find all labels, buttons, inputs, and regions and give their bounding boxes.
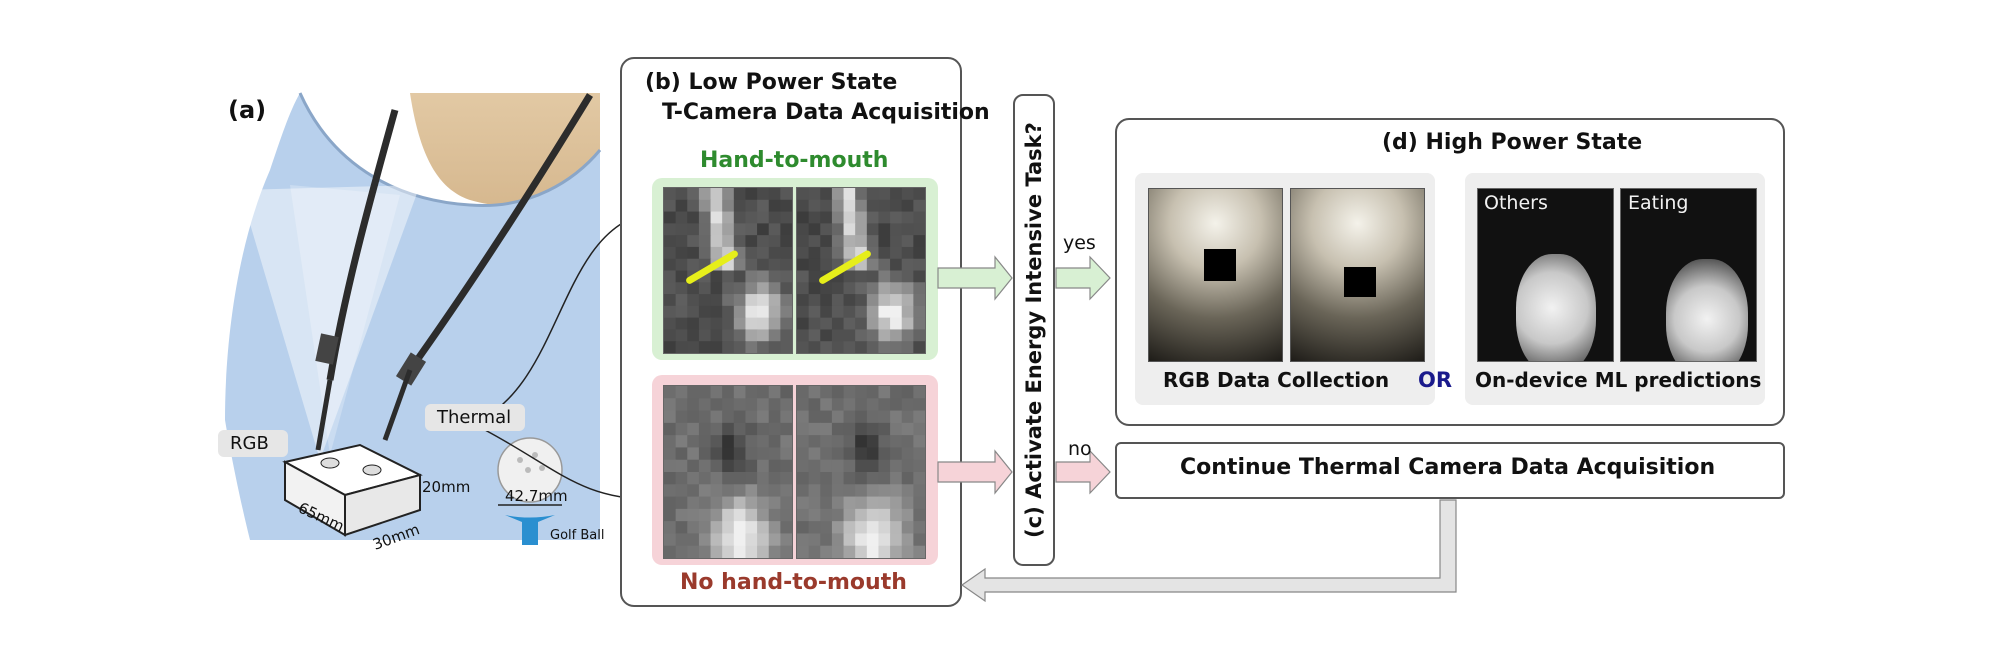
panel-d-title: (d) High Power State (1382, 130, 1643, 155)
thermal-frame-icon (796, 187, 926, 354)
positive-label: Hand-to-mouth (700, 148, 889, 173)
thermal-tag: Thermal (425, 404, 525, 431)
panel-a-label: (a) (228, 96, 267, 124)
arrow-icon (937, 449, 1013, 495)
continue-label: Continue Thermal Camera Data Acquisition (1180, 455, 1716, 480)
thermal-frame-icon (796, 385, 926, 559)
neck-skin (410, 93, 600, 206)
arrow-icon (1055, 255, 1111, 301)
leader-line-bottom (484, 429, 620, 498)
thermal-pixels (797, 386, 925, 558)
ball-label: Golf Ball (550, 528, 605, 543)
thermal-pixels (797, 188, 925, 353)
panel-b-title-1: (b) Low Power State (645, 70, 898, 95)
thermal-frame-icon (1620, 188, 1757, 362)
continue-box (1115, 442, 1785, 499)
panel-c (1013, 94, 1055, 566)
gesture-overlay-line (819, 250, 871, 284)
arrow-icon (1055, 449, 1111, 495)
thermal-frame-icon (1477, 188, 1614, 362)
rgb-tag: RGB (218, 430, 288, 457)
gesture-overlay-line (686, 250, 738, 284)
rgb-frame-icon (1290, 188, 1425, 362)
thermal-frame-icon (663, 385, 793, 559)
arrow-icon (937, 255, 1013, 301)
thermal-fov-cone (290, 185, 400, 455)
ball-diameter: 42.7mm (505, 487, 568, 505)
camera-device-icon (282, 443, 423, 537)
panel-b-title-2: T-Camera Data Acquisition (662, 100, 990, 125)
no-label: no (1068, 438, 1092, 460)
lanyard-right (407, 93, 593, 373)
arrow-icon (960, 499, 1457, 603)
leader-line-top (479, 223, 620, 421)
negative-label: No hand-to-mouth (680, 570, 907, 595)
ml-caption: On-device ML predictions (1475, 368, 1762, 392)
thermal-pixels (664, 386, 792, 558)
thermal-pixels (664, 188, 792, 353)
pred-eating: Eating (1628, 192, 1689, 214)
golf-ball-icon (497, 437, 563, 545)
or-label: OR (1418, 368, 1453, 392)
pred-others: Others (1484, 192, 1548, 214)
rgb-caption: RGB Data Collection (1163, 368, 1390, 392)
dim-height: 20mm (422, 478, 471, 496)
yes-label: yes (1063, 232, 1096, 254)
thermal-frame-icon (663, 187, 793, 354)
rgb-fov-cone (240, 185, 420, 460)
rgb-frame-icon (1148, 188, 1283, 362)
